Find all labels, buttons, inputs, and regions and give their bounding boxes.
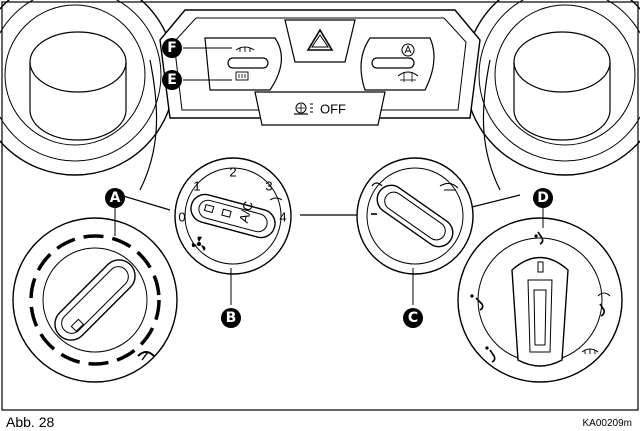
recirculation-buttons-right <box>360 37 435 91</box>
figure-code: KA00209m <box>582 418 632 429</box>
rear-defrost-button[interactable] <box>210 68 270 88</box>
svg-text:D: D <box>537 190 549 206</box>
ac-label: A/C <box>236 200 256 225</box>
hazard-triangle-icon <box>306 28 334 51</box>
svg-text:B: B <box>226 310 237 326</box>
fan-icon <box>191 236 206 251</box>
air-distribution-knob[interactable] <box>356 157 474 275</box>
dashboard-contour-right <box>482 59 501 191</box>
right-air-vent[interactable] <box>464 0 640 176</box>
temperature-pointer <box>70 318 85 333</box>
figure-caption: Abb. 28 <box>6 414 55 430</box>
off-button[interactable]: OFF <box>254 91 386 126</box>
manual-recirculation-button[interactable] <box>370 68 425 88</box>
fan-speed-knob[interactable]: A/C 0 1 2 3 4 <box>174 157 292 275</box>
hazard-button[interactable] <box>284 19 356 63</box>
windshield-defrost-icon <box>235 46 255 52</box>
temperature-scale-ring <box>29 234 161 366</box>
heat-icon <box>137 351 155 361</box>
rear-window-defrost-icon <box>235 71 249 81</box>
defrost-buttons-left <box>204 37 282 91</box>
svg-text:F: F <box>167 40 177 56</box>
face-feet-vent-icon <box>470 294 484 311</box>
callout-e: E <box>162 70 182 90</box>
face-vent-icon <box>534 231 544 245</box>
callout-c: C <box>403 308 423 328</box>
callout-a: A <box>105 188 125 208</box>
svg-text:A: A <box>110 190 121 206</box>
direction-pointer <box>537 261 544 273</box>
svg-text:C: C <box>408 310 418 326</box>
air-direction-knob[interactable] <box>457 217 623 383</box>
callout-d: D <box>533 188 553 208</box>
left-air-vent[interactable] <box>0 0 176 176</box>
recirculation-icon <box>397 71 419 82</box>
off-label: OFF <box>320 102 346 117</box>
diagram-frame <box>1 1 639 411</box>
feet-windshield-vent-icon <box>597 292 611 317</box>
auto-recirculation-button[interactable] <box>370 40 430 57</box>
callout-f: F <box>162 38 182 58</box>
feet-vent-icon <box>485 346 496 363</box>
windshield-defrost-knob-icon <box>581 348 599 354</box>
callout-b: B <box>221 308 241 328</box>
temperature-knob[interactable] <box>12 217 178 383</box>
recirculation-small-icon <box>269 197 283 201</box>
fan-speed-0: 0 <box>178 210 185 225</box>
dashboard-contour-left <box>139 59 158 191</box>
fan-speed-4: 4 <box>279 210 286 225</box>
defrost-button-divider <box>227 57 269 69</box>
svg-text:E: E <box>167 72 177 88</box>
callout-leaders <box>114 47 544 305</box>
recirculation-closed-icon <box>439 182 459 191</box>
recirculation-auto-icon <box>401 43 415 57</box>
outside-air-icon <box>371 182 383 215</box>
fan-speed-2: 2 <box>229 165 236 180</box>
fan-speed-1: 1 <box>193 179 200 194</box>
fan-speed-3: 3 <box>265 179 272 194</box>
climate-off-icon <box>294 102 313 115</box>
